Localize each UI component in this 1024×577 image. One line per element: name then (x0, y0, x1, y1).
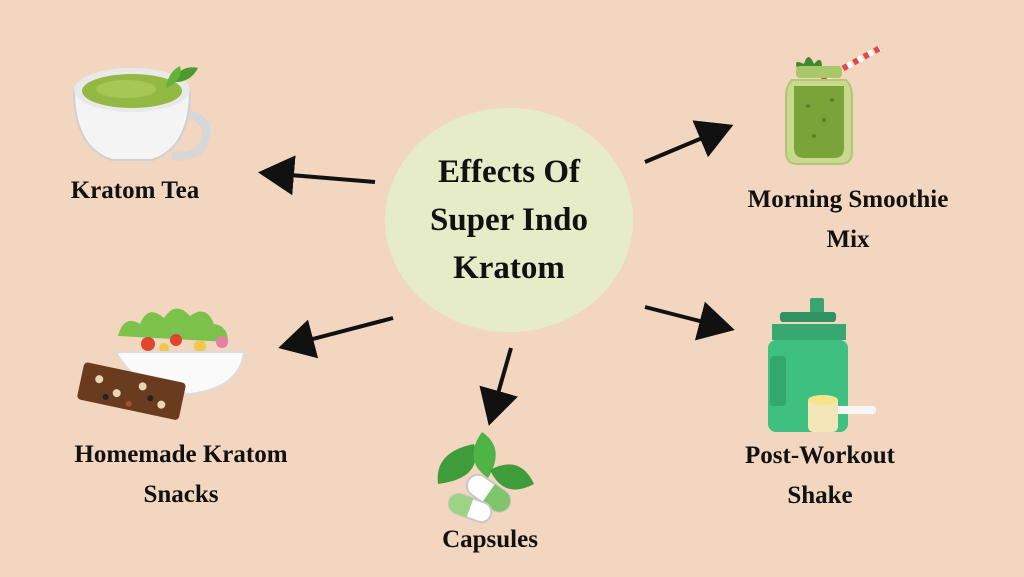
label-snacks: Homemade Kratom Snacks (74, 441, 288, 508)
capsule-leaves-icon (437, 432, 534, 524)
label-capsules: Capsules (442, 526, 538, 553)
label-smoothie: Morning Smoothie Mix (747, 186, 949, 253)
tea-cup-icon (72, 66, 211, 161)
smoothie-jar-icon (785, 45, 882, 165)
arrow-to-smoothie (644, 120, 734, 164)
center-title: Effects Of Super Indo Kratom (429, 154, 589, 286)
arrow-to-shake (644, 301, 735, 341)
shaker-bottle-icon (768, 298, 876, 432)
label-kratom-tea: Kratom Tea (70, 177, 200, 204)
arrow-to-snacks (278, 316, 394, 359)
arrow-to-capsules (479, 347, 518, 426)
center-node: Effects Of Super Indo Kratom (385, 108, 633, 332)
arrow-to-kratom-tea (258, 155, 376, 196)
salad-and-bar-icon (77, 308, 246, 420)
label-shake: Post-Workout Shake (745, 442, 895, 509)
